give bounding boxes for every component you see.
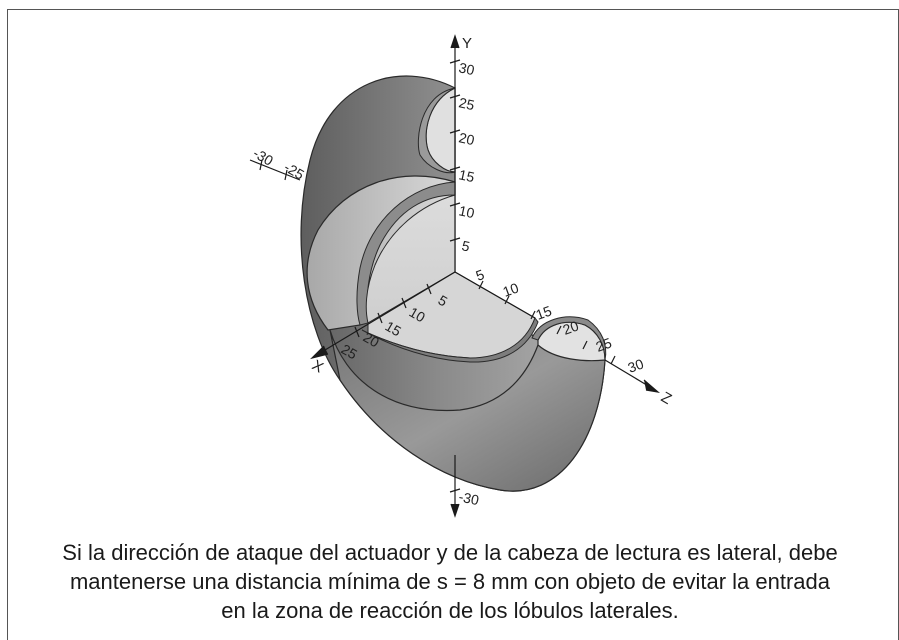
cut-face-yz [365,194,456,324]
caption-line: Si la dirección de ataque del actuador y… [62,540,838,565]
x-tick-label: 25 [339,341,361,363]
radiation-lobe-diagram: Y X Z 30 25 20 15 10 5 -30 5 10 15 20 25… [249,34,674,518]
axis-z-name: Z [658,389,674,408]
x-tick-label: 15 [383,318,405,340]
z-tick-label: 25 [594,334,614,354]
z-tick-label: 10 [501,279,521,299]
x-tick-label: 10 [407,304,429,326]
axis-z [454,271,661,393]
y-tick-label: 5 [460,237,471,254]
x-tick-label: -30 [251,145,277,169]
y-tick-label: 15 [457,166,476,185]
x-tick-label: 20 [361,329,383,351]
caption-line: mantenerse una distancia mínima de s = 8… [69,569,831,594]
z-tick-label: 5 [474,266,487,284]
y-tick-label: -30 [457,488,480,508]
z-tick-label: 15 [534,302,554,322]
z-tick-label: 20 [561,317,581,337]
y-tick-label: 10 [457,202,476,221]
z-tick-label: 30 [626,355,646,375]
axis-x [249,159,456,360]
axis-y-name: Y [462,35,472,52]
y-tick-label: 20 [457,129,476,148]
y-tick-label: 25 [457,94,476,113]
caption-line: en la zona de reacción de los lóbulos la… [221,598,679,623]
axis-x-name: X [309,357,326,377]
figure-caption: Si la dirección de ataque del actuador y… [10,538,890,625]
axis-y [449,34,461,518]
y-tick-label: 30 [457,59,476,78]
